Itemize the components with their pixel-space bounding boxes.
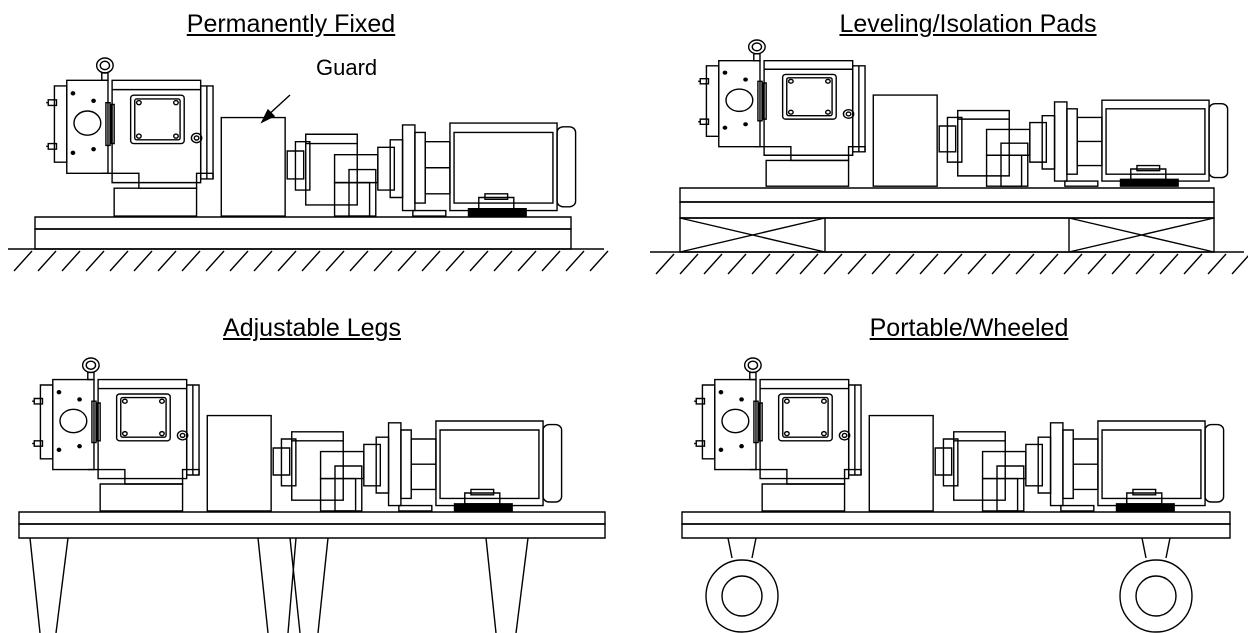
front-cover xyxy=(54,86,66,162)
inspection-plate xyxy=(131,95,185,143)
pump-front-housing xyxy=(715,380,756,470)
title-portable-wheeled: Portable/Wheeled xyxy=(869,314,1069,342)
motor-mount-pad xyxy=(454,489,512,511)
adjustable-leg-2 xyxy=(258,538,296,633)
lifting-eye xyxy=(97,58,113,73)
isolation-pad-1 xyxy=(680,218,825,252)
pump-foot xyxy=(102,173,213,188)
motor-mount-pad xyxy=(468,194,526,216)
motor-end-cap xyxy=(557,127,576,207)
port-circle xyxy=(60,409,87,432)
title-leveling-isolation-pads: Leveling/Isolation Pads xyxy=(839,10,1097,38)
unit-portable-wheeled xyxy=(694,358,1223,511)
electric-motor xyxy=(1102,100,1228,186)
shaft-guard xyxy=(207,416,271,511)
adjustable-leg-1 xyxy=(30,538,68,633)
lifting-eye xyxy=(749,40,765,54)
motor-end-cap xyxy=(1205,425,1224,502)
shaft-guard xyxy=(221,118,285,217)
gearbox-foot xyxy=(335,183,370,216)
port-circle xyxy=(74,111,101,135)
shaft-guard xyxy=(869,416,933,511)
unit-adjustable-legs xyxy=(32,358,561,511)
gauge-port xyxy=(177,431,187,440)
motor-end-cap xyxy=(543,425,562,502)
inspection-plate xyxy=(117,394,171,441)
pump-head xyxy=(46,58,213,216)
shaft-guard xyxy=(873,95,937,186)
pads-ground xyxy=(650,252,1248,274)
motor-mount-pad xyxy=(1120,166,1178,187)
adjustable-leg-3 xyxy=(290,538,328,633)
base-frame-pads xyxy=(680,188,1214,252)
gauge-port xyxy=(191,133,201,142)
gauge-port xyxy=(843,110,853,119)
front-cover xyxy=(40,385,52,459)
motor-flange xyxy=(378,125,450,216)
gearbox xyxy=(939,111,1030,187)
pump-foot xyxy=(88,470,199,484)
front-cover xyxy=(702,385,714,459)
gauge-port xyxy=(839,431,849,440)
inspection-plate xyxy=(779,394,833,441)
pump-head xyxy=(694,358,861,511)
fixed-ground xyxy=(8,249,608,271)
adjustable-leg-4 xyxy=(486,538,528,633)
gearbox-foot xyxy=(987,155,1022,186)
base-frame-legs xyxy=(19,512,605,538)
pump-foot xyxy=(754,147,865,161)
pump-front-housing xyxy=(719,61,760,147)
lifting-eye xyxy=(745,358,761,372)
pump-head xyxy=(32,358,199,511)
motor-mount-pad xyxy=(1116,489,1174,511)
port-circle xyxy=(726,89,753,111)
caster-wheel-2 xyxy=(1120,538,1192,632)
motor-flange xyxy=(1030,102,1102,186)
motor-flange xyxy=(1026,423,1098,511)
pump-front-housing xyxy=(67,80,108,173)
base-frame-wheeled xyxy=(682,512,1230,538)
electric-motor xyxy=(1098,421,1224,511)
gearbox-foot xyxy=(983,479,1018,511)
lifting-eye xyxy=(83,358,99,372)
electric-motor xyxy=(436,421,562,511)
unit-leveling-pads xyxy=(698,40,1227,186)
pump-head xyxy=(698,40,865,186)
gearbox-foot xyxy=(321,479,356,511)
pump-front-housing xyxy=(53,380,94,470)
motor-end-cap xyxy=(1209,104,1228,178)
base-frame-fixed xyxy=(35,217,571,249)
gearbox xyxy=(273,432,364,511)
caster-wheel-1 xyxy=(706,538,778,632)
gearbox xyxy=(935,432,1026,511)
inspection-plate xyxy=(783,74,837,119)
pump-foot xyxy=(750,470,861,484)
unit-permanently-fixed xyxy=(46,58,575,216)
title-permanently-fixed: Permanently Fixed xyxy=(186,10,396,38)
guard-arrow xyxy=(262,95,290,122)
front-cover xyxy=(706,66,718,137)
isolation-pad-2 xyxy=(1069,218,1214,252)
guard-callout-label: Guard xyxy=(316,55,378,80)
electric-motor xyxy=(450,123,576,216)
port-circle xyxy=(722,409,749,432)
title-adjustable-legs: Adjustable Legs xyxy=(223,314,401,342)
motor-flange xyxy=(364,423,436,511)
gearbox xyxy=(287,134,378,216)
